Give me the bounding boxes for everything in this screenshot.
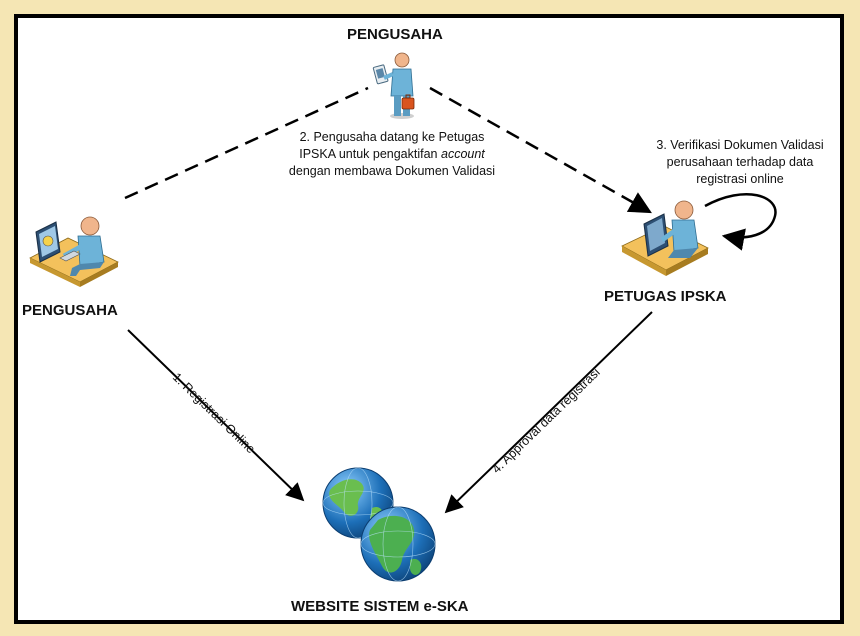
arrow-approval xyxy=(444,311,653,514)
step3-line1: 3. Verifikasi Dokumen Validasi xyxy=(656,138,824,152)
step2-line2-italic: account xyxy=(441,147,485,161)
dashed-line-left-to-top xyxy=(124,86,369,200)
diagram-frame xyxy=(14,14,844,624)
self-loop-verifikasi xyxy=(704,192,777,251)
step4-label: 4. Approval data registrasi xyxy=(489,365,602,476)
step2-note: 2. Pengusaha datang ke Petugas IPSKA unt… xyxy=(268,129,516,180)
globe-icon xyxy=(322,467,436,582)
officer-at-computer-desk-icon xyxy=(621,200,709,276)
website-label: WEBSITE SISTEM e-SKA xyxy=(291,598,469,615)
step2-line2: IPSKA untuk pengaktifan account xyxy=(268,146,516,163)
arrow-registrasi-online xyxy=(127,329,305,502)
top-actor-label: PENGUSAHA xyxy=(347,26,443,43)
step3-line2: perusahaan terhadap data xyxy=(666,155,814,169)
person-at-computer-desk-icon xyxy=(29,216,119,287)
step1-label: 1. Registrasi Online xyxy=(170,370,258,456)
step2-line1: 2. Pengusaha datang ke Petugas xyxy=(299,130,485,144)
dashed-line-top-to-right xyxy=(429,86,652,214)
businessman-with-briefcase-icon xyxy=(372,52,415,119)
step3-line3: registrasi online xyxy=(696,172,784,186)
step2-line2-prefix: IPSKA untuk pengaktifan xyxy=(299,147,441,161)
step3-note: 3. Verifikasi Dokumen Validasi perusahaa… xyxy=(644,137,836,188)
right-actor-label: PETUGAS IPSKA xyxy=(604,288,727,305)
step2-line3: dengan membawa Dokumen Validasi xyxy=(288,164,496,178)
left-actor-label: PENGUSAHA xyxy=(22,302,118,319)
